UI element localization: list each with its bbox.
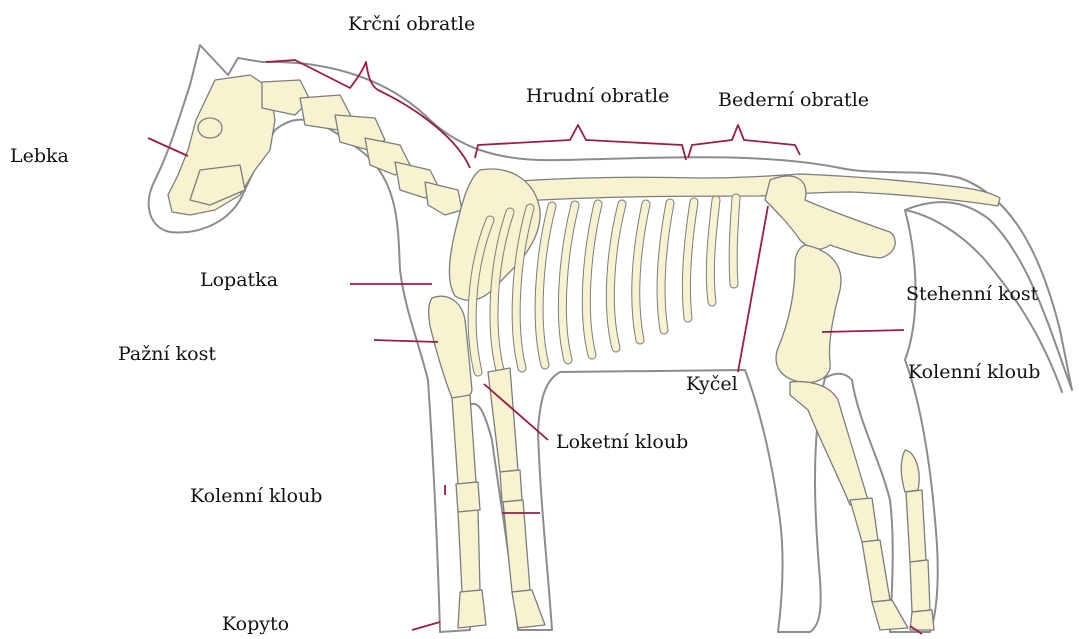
label-humerus: Pažní kost bbox=[118, 343, 216, 365]
label-elbow-joint: Loketní kloub bbox=[556, 431, 688, 453]
skull-bone bbox=[168, 75, 275, 215]
label-hoof: Kopyto bbox=[222, 613, 289, 635]
lumbar-brace bbox=[688, 125, 800, 158]
humerus-pointer bbox=[374, 340, 438, 342]
thoracic-brace bbox=[475, 125, 686, 160]
femur-pointer bbox=[822, 330, 904, 332]
label-cervical-vertebrae: Krční obratle bbox=[348, 13, 475, 35]
label-scapula: Lopatka bbox=[200, 269, 278, 291]
cervical-vertebrae bbox=[262, 80, 462, 215]
label-thoracic-vertebrae: Hrudní obratle bbox=[526, 85, 669, 107]
label-stifle-joint: Kolenní kloub bbox=[908, 361, 1040, 383]
label-carpal-joint: Kolenní kloub bbox=[190, 485, 322, 507]
label-skull: Lebka bbox=[10, 145, 69, 167]
hip-pointer bbox=[738, 206, 768, 372]
label-lumbar-vertebrae: Bederní obratle bbox=[718, 89, 869, 111]
hoof-pointer bbox=[412, 622, 440, 630]
skull-pointer bbox=[148, 138, 188, 156]
foreleg-bones bbox=[452, 368, 545, 628]
label-hip: Kyčel bbox=[686, 373, 738, 395]
label-femur: Stehenní kost bbox=[906, 283, 1039, 305]
humerus-bone bbox=[429, 296, 472, 400]
femur-bone bbox=[776, 245, 841, 383]
